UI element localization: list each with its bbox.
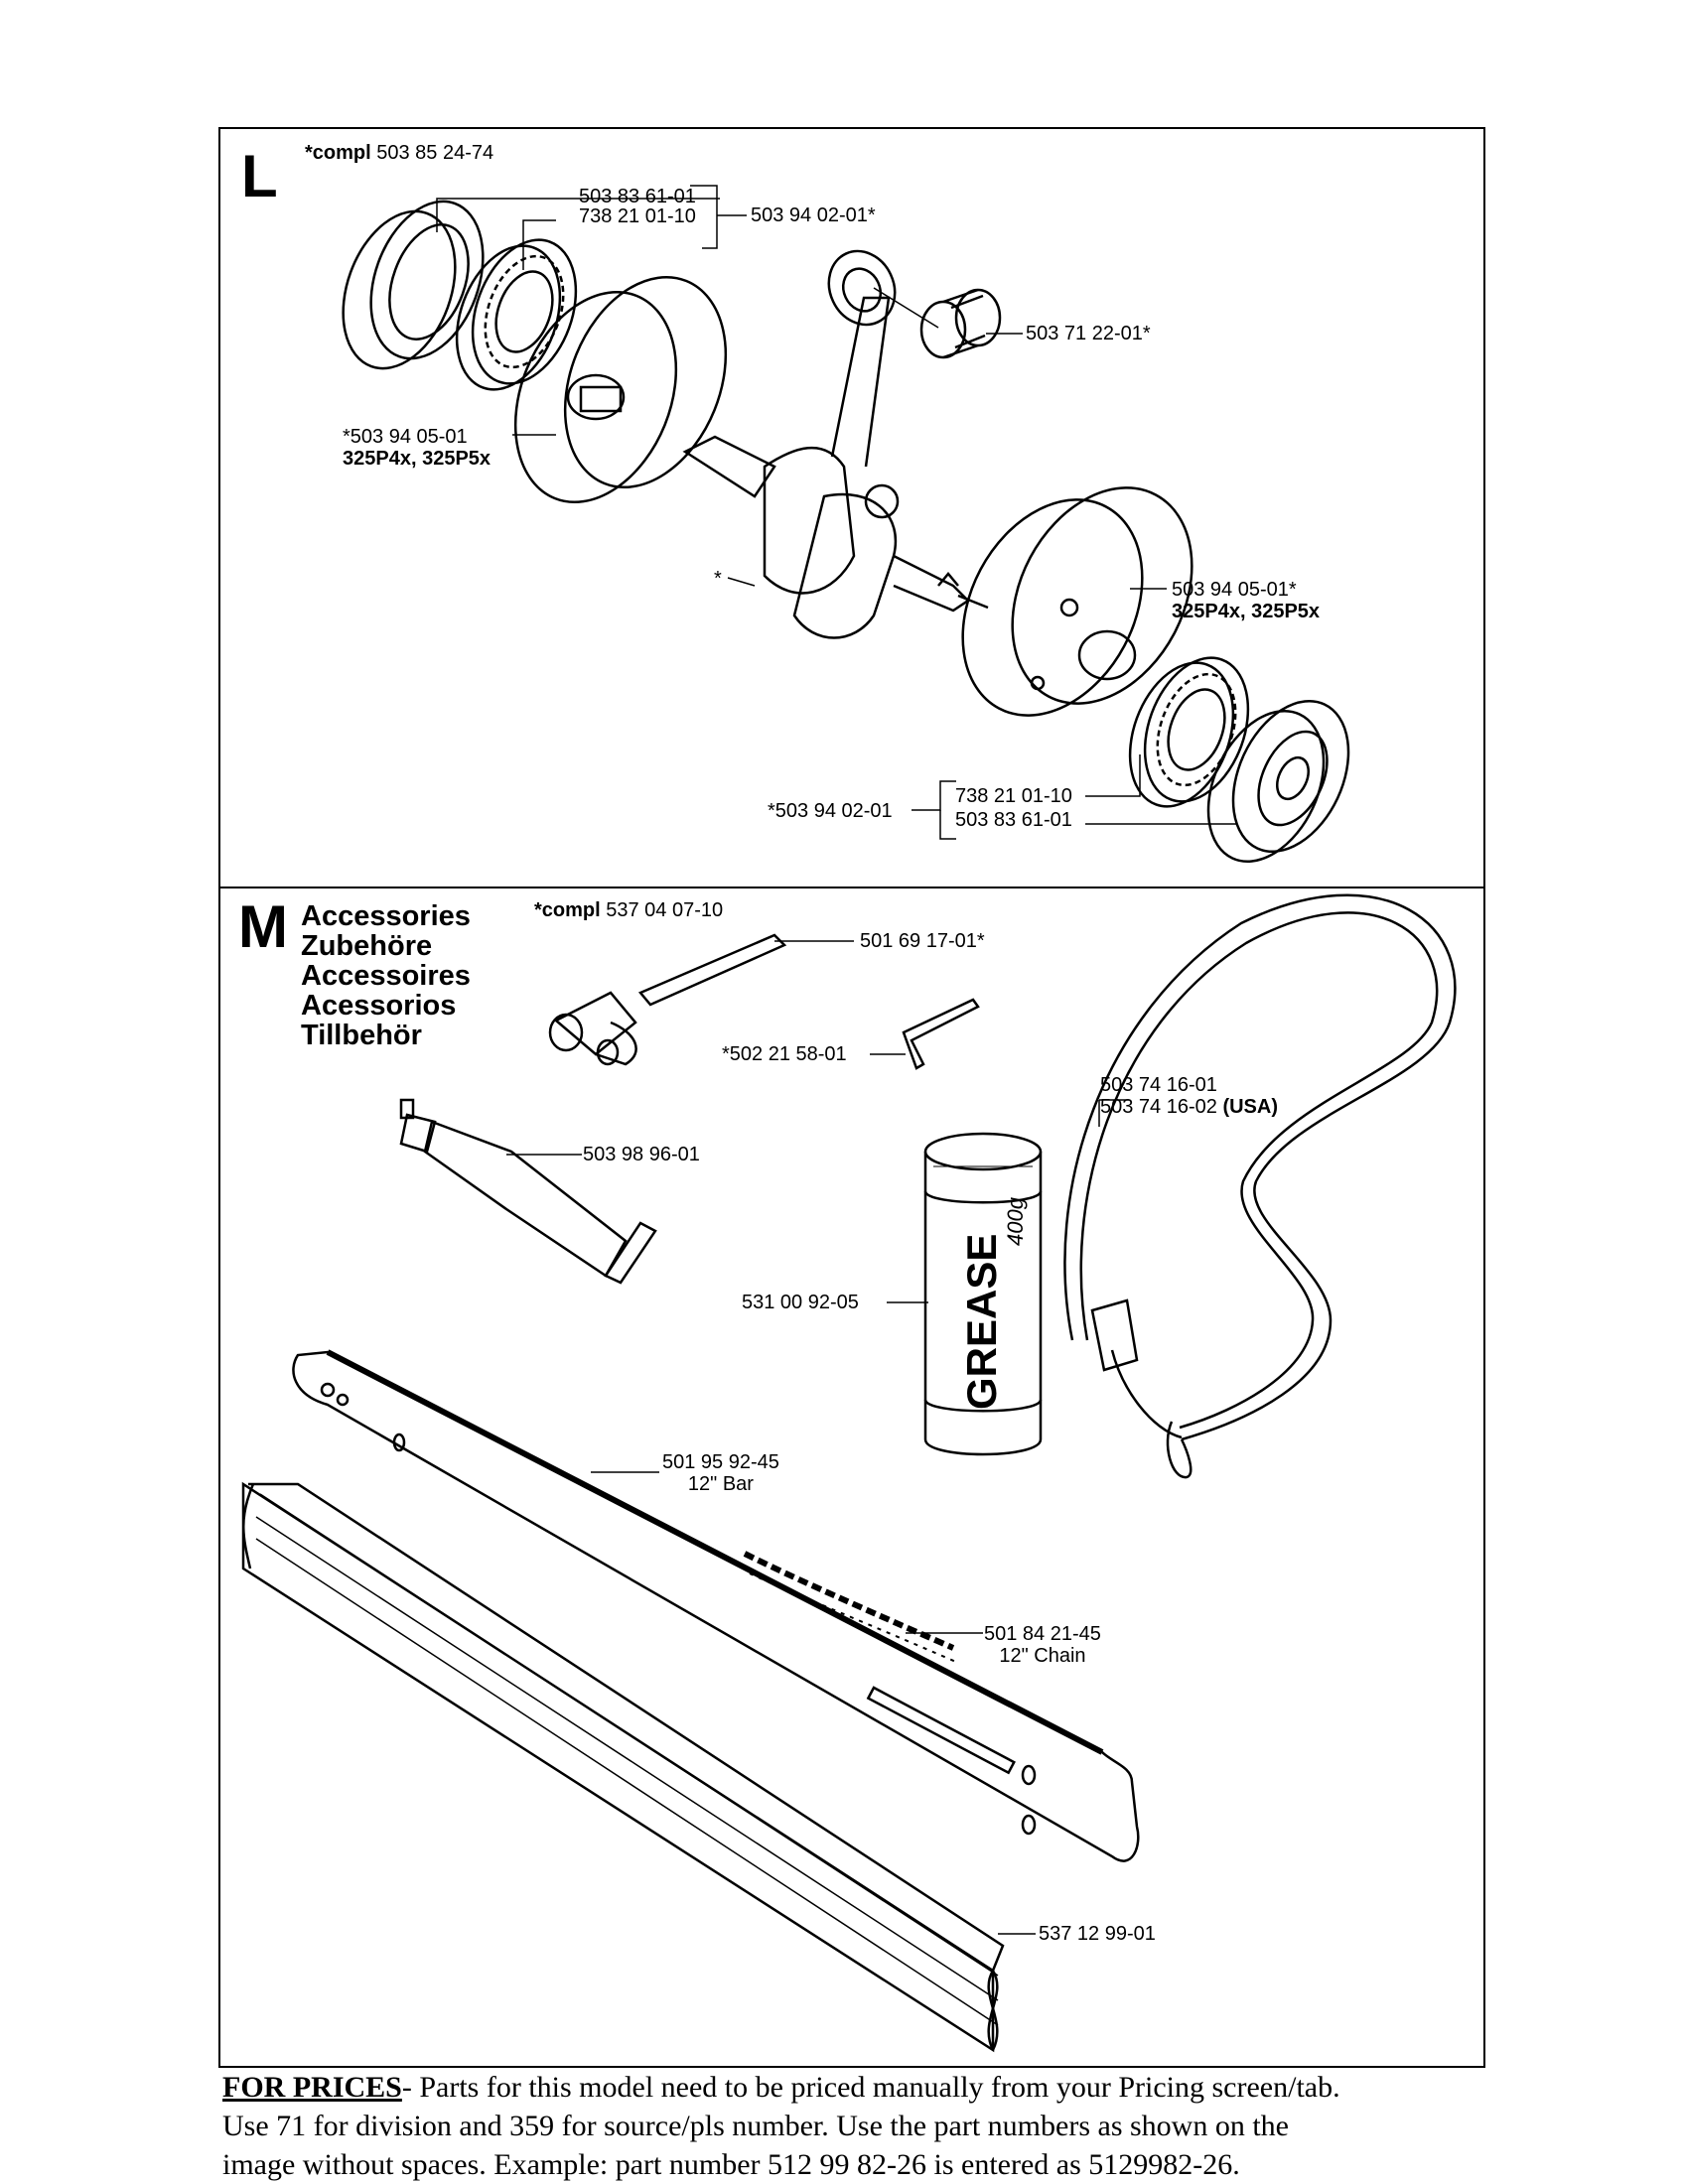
label-needle-bearing: 503 71 22-01* bbox=[1026, 323, 1151, 344]
label-bearing-top-a: 503 83 61-01 bbox=[579, 186, 696, 207]
hex-key bbox=[902, 998, 980, 1070]
label-strap-b: 503 74 16-02 (USA) bbox=[1100, 1096, 1278, 1118]
label-flywheel-right-models: 325P4x, 325P5x bbox=[1172, 601, 1321, 622]
guide-bar bbox=[292, 1349, 1140, 1862]
label-flywheel-left-models: 325P4x, 325P5x bbox=[343, 448, 491, 470]
bar-desc: 12" Bar bbox=[687, 1473, 754, 1495]
compl-number: 537 04 07-10 bbox=[606, 899, 724, 921]
label-bar: 501 95 92-45 12" Bar bbox=[662, 1451, 779, 1495]
label-bearing-top-b: 738 21 01-10 bbox=[579, 205, 696, 227]
label-bearing-bottom-a: 738 21 01-10 bbox=[955, 785, 1072, 807]
seal-ring-top bbox=[342, 200, 485, 370]
label-flywheel-left-num: *503 94 05-01 bbox=[343, 426, 468, 448]
pricing-line-1-text: - Parts for this model need to be priced… bbox=[401, 2071, 1340, 2104]
label-hex-key: *502 21 58-01 bbox=[722, 1043, 847, 1065]
spark-plug-wrench bbox=[548, 933, 787, 1066]
needle-bearing bbox=[919, 288, 1002, 359]
chain-desc: 12" Chain bbox=[999, 1645, 1086, 1667]
strap-b-number: 503 74 16-02 bbox=[1100, 1096, 1217, 1118]
pricing-line-1: FOR PRICES- Parts for this model need to… bbox=[222, 2068, 1662, 2107]
accessories-titles: Accessories Zubehöre Accessoires Acessor… bbox=[301, 901, 471, 1050]
label-crank-star: * bbox=[714, 568, 722, 590]
label-kit-bottom: *503 94 02-01 bbox=[768, 800, 893, 822]
title-sv: Tillbehör bbox=[301, 1020, 422, 1051]
pricing-heading: FOR PRICES bbox=[222, 2071, 402, 2104]
section-m-letter: M bbox=[238, 893, 288, 960]
crank-web-right bbox=[961, 486, 1193, 717]
grease-label: GREASE bbox=[958, 1234, 1005, 1410]
seal-ring-bottom bbox=[1206, 699, 1350, 864]
grease-tube-small bbox=[399, 1098, 657, 1285]
ball-bearing-top bbox=[455, 238, 578, 391]
title-en: Accessories bbox=[301, 900, 471, 932]
harness-strap bbox=[1063, 893, 1457, 1479]
section-l-compl: *compl 503 85 24-74 bbox=[305, 142, 493, 164]
crankshaft bbox=[682, 435, 989, 639]
crank-web-left bbox=[513, 275, 728, 504]
pricing-note: FOR PRICES- Parts for this model need to… bbox=[222, 2068, 1662, 2184]
grease-cartridge bbox=[923, 1132, 1043, 1456]
label-grease: 531 00 92-05 bbox=[742, 1292, 859, 1313]
label-chain: 501 84 21-45 12" Chain bbox=[984, 1623, 1101, 1667]
chain-number: 501 84 21-45 bbox=[984, 1623, 1101, 1645]
diagram-frame bbox=[218, 127, 1485, 2068]
compl-number: 503 85 24-74 bbox=[376, 142, 494, 164]
compl-prefix: *compl bbox=[305, 142, 371, 164]
section-m-compl: *compl 537 04 07-10 bbox=[534, 899, 723, 921]
title-de: Zubehöre bbox=[301, 930, 433, 962]
label-wrench: 501 69 17-01* bbox=[860, 930, 985, 952]
pricing-line-3: image without spaces. Example: part numb… bbox=[222, 2148, 1240, 2181]
label-tube: 503 98 96-01 bbox=[583, 1144, 700, 1165]
title-fr: Accessoires bbox=[301, 960, 471, 992]
compl-prefix: *compl bbox=[534, 899, 601, 921]
leader-lines-m bbox=[506, 940, 1129, 1935]
label-flywheel-right-num: 503 94 05-01* bbox=[1172, 579, 1297, 601]
grease-weight: 400g bbox=[1003, 1196, 1028, 1246]
pricing-line-2: Use 71 for division and 359 for source/p… bbox=[222, 2110, 1289, 2142]
section-l-letter: L bbox=[241, 143, 278, 209]
saw-chain bbox=[743, 1551, 959, 1664]
ball-bearing-bottom bbox=[1128, 656, 1250, 808]
connecting-rod bbox=[827, 249, 897, 468]
label-bearing-bottom-b: 503 83 61-01 bbox=[955, 809, 1072, 831]
bar-scabbard bbox=[241, 1481, 1005, 2053]
strap-b-region: (USA) bbox=[1222, 1096, 1278, 1118]
title-pt: Acessorios bbox=[301, 990, 457, 1022]
bar-number: 501 95 92-45 bbox=[662, 1451, 779, 1473]
label-kit-top: 503 94 02-01* bbox=[751, 205, 876, 226]
leader-lines-l bbox=[436, 185, 1236, 840]
label-strap-a: 503 74 16-01 bbox=[1100, 1074, 1217, 1096]
label-guard: 537 12 99-01 bbox=[1039, 1923, 1156, 1945]
section-divider bbox=[218, 887, 1485, 888]
